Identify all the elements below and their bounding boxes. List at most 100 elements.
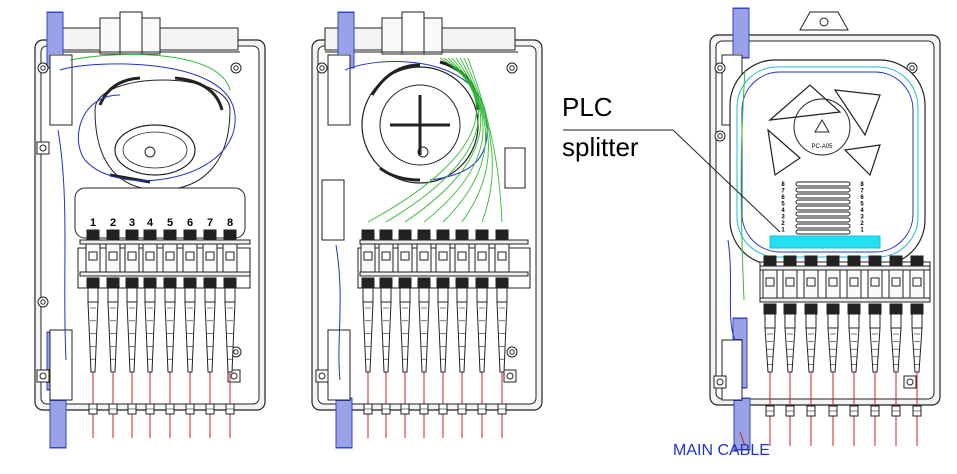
connector-body bbox=[476, 287, 488, 303]
port-number: 1 bbox=[90, 217, 96, 229]
screw-inner bbox=[717, 65, 723, 71]
tray-number: 7 bbox=[860, 189, 864, 195]
fiber-connector bbox=[435, 229, 451, 438]
tray-number: 6 bbox=[781, 195, 785, 201]
bracket-hole bbox=[819, 17, 829, 27]
square-hole bbox=[36, 141, 50, 155]
side-bracket bbox=[321, 179, 345, 241]
main-cable-label: MAIN CABLE bbox=[673, 442, 770, 459]
square-hole bbox=[503, 369, 517, 383]
side-guide-left-lower bbox=[49, 329, 73, 401]
screw-inner bbox=[509, 349, 515, 355]
tray-number: 7 bbox=[781, 189, 785, 195]
adapter-window bbox=[400, 251, 410, 261]
connector-boot bbox=[764, 327, 776, 373]
connector-boot bbox=[890, 327, 902, 373]
screw-outer bbox=[506, 62, 518, 74]
connector-boot bbox=[805, 327, 817, 373]
connector-clip-bottom bbox=[804, 303, 818, 315]
fiber-connector bbox=[494, 229, 510, 438]
connector-body bbox=[224, 287, 236, 303]
square-hole bbox=[315, 369, 329, 383]
splice-holder bbox=[795, 217, 851, 223]
connector-boot bbox=[418, 301, 430, 373]
connector-clip-bottom bbox=[223, 277, 237, 289]
connector-boot bbox=[784, 327, 796, 373]
adapter-window bbox=[419, 251, 429, 261]
connector-clip-bottom bbox=[436, 277, 450, 289]
screw-inner bbox=[233, 65, 239, 71]
fiber-path-green bbox=[463, 57, 493, 223]
connector-body bbox=[184, 287, 196, 303]
tray-hub bbox=[793, 98, 851, 156]
tray-number: 8 bbox=[860, 182, 864, 188]
square-hole-inner bbox=[39, 144, 47, 152]
port-number: 7 bbox=[207, 217, 213, 229]
fiber-path-green bbox=[740, 69, 746, 301]
recycle-mark bbox=[814, 119, 830, 133]
port-number: 2 bbox=[110, 217, 116, 229]
fiber-connector bbox=[825, 255, 841, 446]
square-hole-outer bbox=[503, 369, 517, 383]
connector-clip-bottom bbox=[495, 277, 509, 289]
screw-hole bbox=[506, 346, 518, 358]
connector-boot bbox=[496, 301, 508, 373]
square-hole bbox=[36, 369, 50, 383]
connector-clip-top bbox=[847, 255, 861, 267]
screw-hole bbox=[316, 62, 328, 74]
connector-body bbox=[890, 313, 902, 329]
connector-boot bbox=[399, 301, 411, 373]
fiber-path-green bbox=[467, 57, 503, 223]
tray-number: 1 bbox=[781, 228, 785, 234]
adapter-window bbox=[477, 251, 487, 261]
screw-outer bbox=[37, 296, 49, 308]
square-hole bbox=[227, 369, 241, 383]
adapter-window bbox=[363, 251, 373, 261]
connector-clip-top bbox=[163, 229, 177, 241]
connector-clip-top bbox=[475, 229, 489, 241]
square-hole-outer bbox=[903, 375, 917, 389]
screw-hole bbox=[37, 62, 49, 74]
port-number: 4 bbox=[147, 217, 154, 229]
connector-body bbox=[144, 287, 156, 303]
screw-inner bbox=[909, 65, 915, 71]
screw-outer bbox=[714, 62, 726, 74]
fiber-connector bbox=[378, 229, 394, 438]
fiber-connector bbox=[846, 255, 862, 446]
fiber-path-green bbox=[385, 57, 479, 223]
side-guide-left bbox=[327, 54, 351, 126]
tray-number: 5 bbox=[781, 202, 785, 208]
plc-splitter-bar bbox=[769, 235, 881, 249]
connector-body bbox=[784, 313, 796, 329]
connector-boot bbox=[224, 301, 236, 373]
port-label-area bbox=[74, 187, 246, 239]
square-hole-inner bbox=[230, 372, 238, 380]
connector-boot bbox=[476, 301, 488, 373]
guide-arm bbox=[370, 63, 421, 96]
connector-clip-top bbox=[804, 255, 818, 267]
connector-body bbox=[456, 287, 468, 303]
adapter-window bbox=[497, 251, 507, 261]
connector-clip-top bbox=[86, 229, 100, 241]
square-hole-outer bbox=[315, 369, 329, 383]
tray-number: 2 bbox=[781, 221, 785, 227]
fiber-connector bbox=[454, 229, 470, 438]
square-hole-inner bbox=[716, 378, 724, 386]
tray-pin bbox=[144, 146, 156, 158]
splice-holder bbox=[795, 199, 851, 205]
tray-fin bbox=[768, 84, 842, 121]
port-number: 3 bbox=[129, 217, 135, 229]
connector-body bbox=[399, 287, 411, 303]
screw-outer bbox=[37, 62, 49, 74]
square-hole-inner bbox=[318, 372, 326, 380]
fiber-connector bbox=[202, 229, 218, 438]
connector-clip-bottom bbox=[455, 277, 469, 289]
screw-hole bbox=[714, 130, 726, 142]
side-guide-left bbox=[49, 54, 73, 126]
connector-clip-top bbox=[889, 255, 903, 267]
tray-number: 6 bbox=[860, 195, 864, 201]
connector-clip-bottom bbox=[106, 277, 120, 289]
square-hole-outer bbox=[227, 369, 241, 383]
